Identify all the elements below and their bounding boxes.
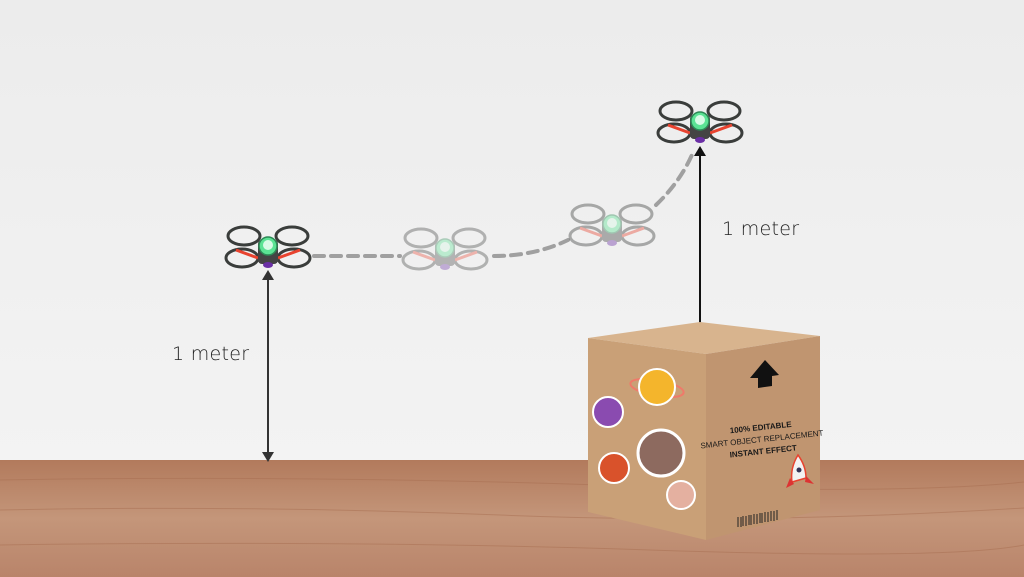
cardboard-box: 100% EDITABLE SMART OBJECT REPLACEMENT I… <box>588 322 824 540</box>
height-label-right: 1 meter <box>722 218 800 240</box>
planet-stickers <box>592 368 696 510</box>
height-arrow-left <box>262 270 274 462</box>
rocket-icon <box>786 453 814 488</box>
height-label-left: 1 meter <box>172 343 250 365</box>
wooden-floor <box>0 460 1024 577</box>
wall <box>0 0 1024 462</box>
barcode <box>737 510 778 527</box>
up-arrow-icon <box>750 360 779 388</box>
wood-grain <box>0 477 1024 555</box>
flight-path <box>312 148 696 258</box>
